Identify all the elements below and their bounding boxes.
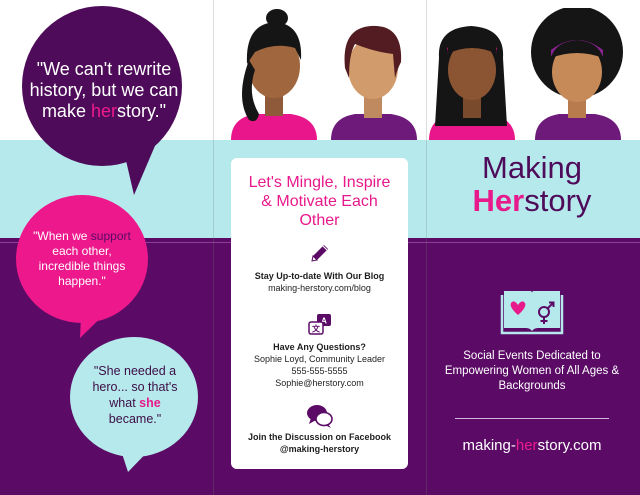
woman-headband-icon xyxy=(429,26,515,140)
quote-hero-text: "She needed a hero... so that's what she… xyxy=(92,364,178,426)
language-chat-icon: A 文 xyxy=(307,314,331,335)
blog-section: Stay Up-to-date With Our Blog making-her… xyxy=(231,242,408,294)
brand-title: Making Herstory xyxy=(432,152,632,218)
card-title: Let's Mingle, Inspire & Motivate Each Ot… xyxy=(248,174,391,229)
contact-name: Sophie Loyd, Community Leader xyxy=(253,354,386,364)
questions-heading: Have Any Questions? xyxy=(273,342,366,352)
contact-phone[interactable]: 555-555-5555 xyxy=(291,366,348,376)
divider xyxy=(455,418,609,419)
tagline: Social Events Dedicated to Empowering Wo… xyxy=(444,350,620,392)
woman-short-hair-icon xyxy=(331,25,417,140)
facebook-section: Join the Discussion on Facebook @making-… xyxy=(231,403,408,455)
pencil-icon xyxy=(310,245,328,262)
blog-heading: Stay Up-to-date With Our Blog xyxy=(254,271,385,281)
quote-support-text: "When we support each other, incredible … xyxy=(33,229,131,288)
woman-ponytail-icon xyxy=(231,9,317,140)
brand-line-1: Making xyxy=(482,150,582,185)
panel-fold-right xyxy=(426,0,427,495)
panel-fold-left xyxy=(213,0,214,495)
svg-text:A: A xyxy=(321,317,327,326)
svg-text:文: 文 xyxy=(312,324,321,334)
facebook-heading: Join the Discussion on Facebook xyxy=(247,432,392,442)
contact-card: Let's Mingle, Inspire & Motivate Each Ot… xyxy=(231,158,408,469)
blog-url[interactable]: making-herstory.com/blog xyxy=(268,283,371,293)
quote-history-text: "We can't rewrite history, but we can ma… xyxy=(29,58,179,121)
contact-email[interactable]: Sophie@herstory.com xyxy=(275,378,364,388)
brand-line-2: Herstory xyxy=(472,183,592,218)
woman-afro-icon xyxy=(531,8,623,140)
quote-bubble-history: "We can't rewrite history, but we can ma… xyxy=(22,6,214,196)
facebook-handle[interactable]: @making-herstory xyxy=(279,444,360,454)
questions-section: A 文 Have Any Questions? Sophie Loyd, Com… xyxy=(231,313,408,389)
quote-bubble-hero: "She needed a hero... so that's what she… xyxy=(64,335,200,473)
book-heart-gender-icon xyxy=(500,291,564,335)
four-women-portraits-icon xyxy=(231,8,623,140)
quote-bubble-support: "When we support each other, incredible … xyxy=(16,193,154,339)
chat-bubbles-icon xyxy=(306,405,333,428)
website-link[interactable]: making-herstory.com xyxy=(462,437,602,454)
